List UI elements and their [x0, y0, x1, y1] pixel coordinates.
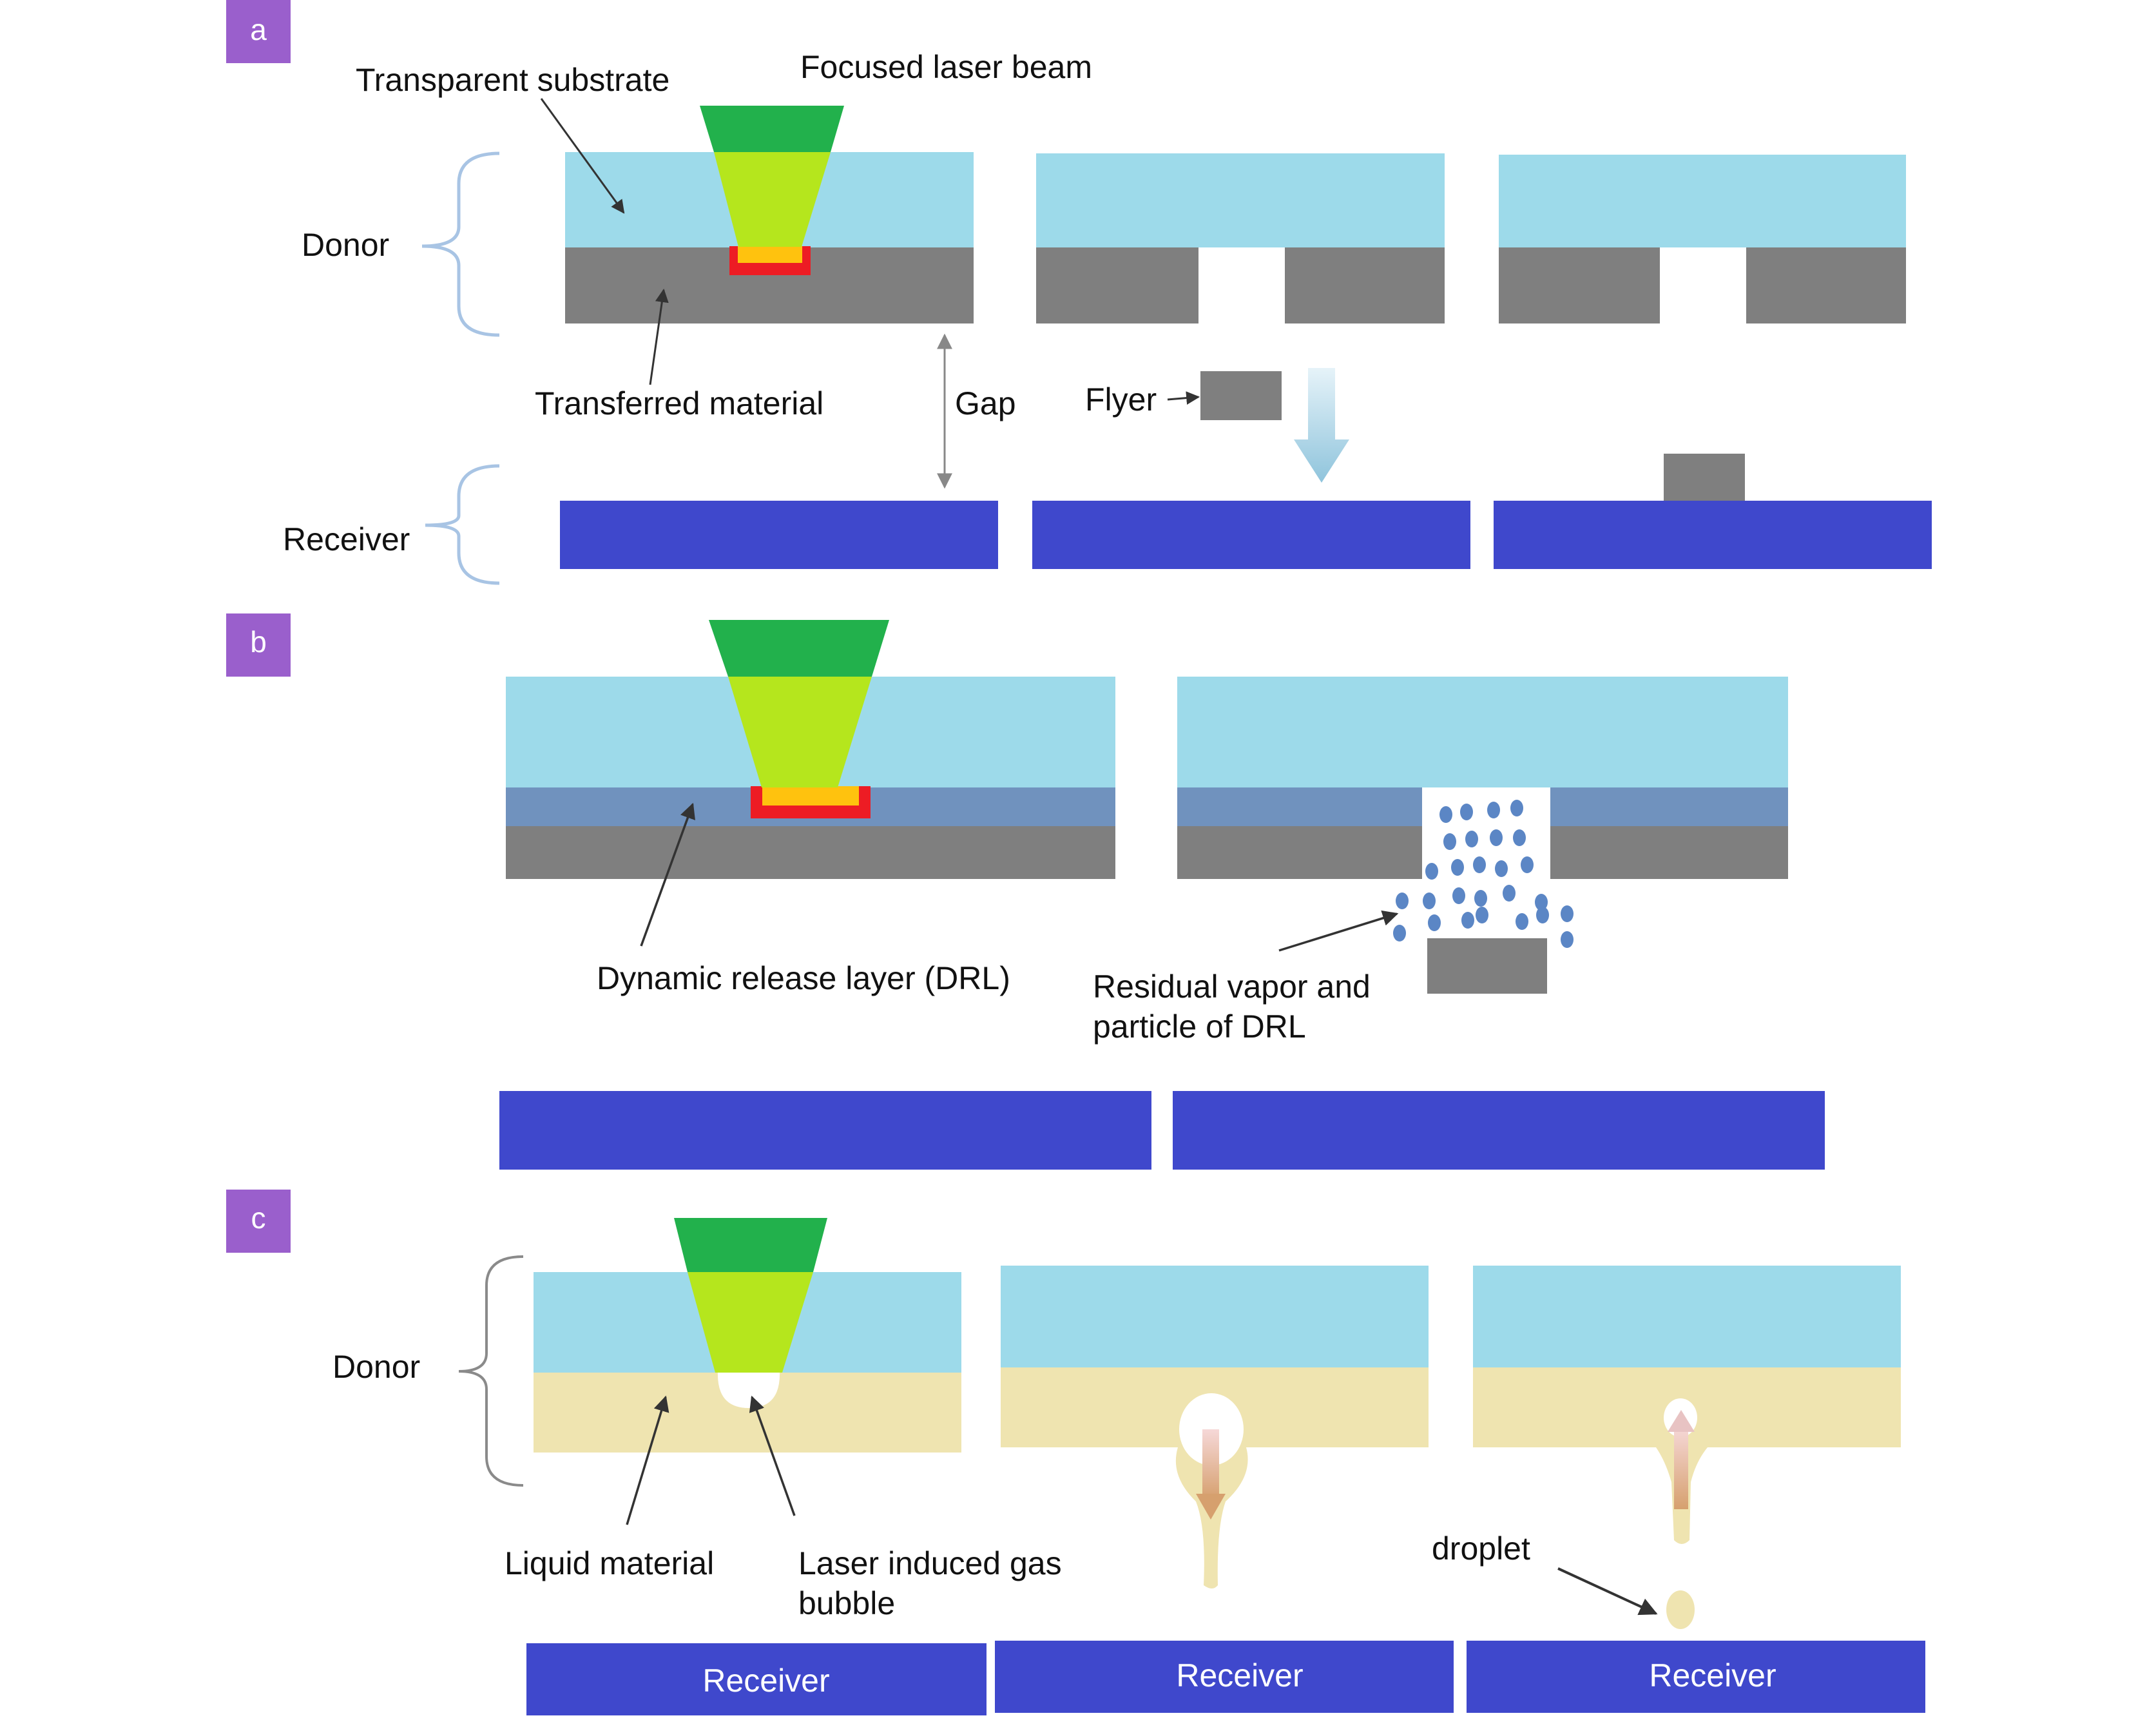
label-gas-bubble-line2: bubble	[798, 1585, 895, 1621]
droplet	[1666, 1590, 1695, 1629]
receiver-c3	[1467, 1641, 1925, 1713]
panel-c-tag: c	[251, 1201, 266, 1235]
jet-down-arrow-icon	[1196, 1494, 1226, 1520]
laser-cone-light-c1	[688, 1272, 813, 1373]
bubble-pointer-arrow	[749, 1395, 796, 1516]
label-drl: Dynamic release layer (DRL)	[597, 960, 1010, 996]
liquid-pointer-arrow	[626, 1395, 669, 1525]
receiver-c2	[995, 1641, 1454, 1713]
panel-a-tag-box	[226, 0, 291, 63]
ejected-flyer-b2	[1427, 938, 1547, 994]
flyer-pointer-arrow	[1167, 391, 1200, 405]
material-a3-left	[1499, 247, 1660, 323]
panel-b-tag: b	[250, 625, 267, 659]
drl-b2-right	[1550, 787, 1788, 826]
laser-cone-dark-b1	[709, 620, 889, 677]
material-a3-right	[1746, 247, 1906, 323]
panel-a: a Transparent substrate Focused laser be…	[226, 0, 1932, 585]
substrate-a3	[1499, 155, 1906, 247]
drl-pointer-arrow	[640, 802, 695, 947]
laser-cone-light-a1	[714, 152, 831, 247]
substrate-pointer-arrow	[540, 98, 625, 214]
label-flyer: Flyer	[1085, 381, 1157, 418]
receiver-c1-label: Receiver	[702, 1663, 829, 1699]
label-transferred-material: Transferred material	[535, 385, 823, 421]
label-donor-a: Donor	[302, 227, 389, 263]
laser-cone-dark-a1	[700, 106, 844, 152]
label-focused-laser-beam: Focused laser beam	[800, 49, 1092, 85]
donor-brace-a	[421, 151, 500, 337]
receiver-b1	[499, 1091, 1151, 1170]
label-droplet: droplet	[1432, 1530, 1530, 1567]
receiver-a1	[560, 501, 998, 569]
material-a2-right	[1285, 247, 1445, 323]
material-b1	[506, 826, 1115, 879]
receiver-c1	[526, 1643, 987, 1715]
drl-particles	[1393, 800, 1574, 948]
substrate-c2	[1001, 1266, 1429, 1367]
label-gas-bubble-line1: Laser induced gas	[798, 1545, 1062, 1581]
substrate-c3	[1473, 1266, 1901, 1367]
material-pointer-arrow	[649, 288, 669, 385]
deposited-pixel-a3	[1664, 454, 1745, 501]
jet-arrow-shaft-c2	[1202, 1429, 1219, 1499]
receiver-b2	[1173, 1091, 1825, 1170]
receiver-a3	[1494, 501, 1932, 569]
label-residual-line1: Residual vapor and	[1093, 969, 1371, 1005]
jet-arrow-shaft-c3	[1674, 1427, 1688, 1509]
substrate-b2	[1177, 677, 1788, 787]
label-liquid-material: Liquid material	[505, 1545, 714, 1581]
label-donor-c: Donor	[332, 1349, 420, 1385]
panel-c-tag-box	[226, 1190, 291, 1253]
material-a2-left	[1036, 247, 1198, 323]
panel-b-tag-box	[226, 613, 291, 677]
panel-a-tag: a	[250, 13, 267, 46]
heat-zone-yellow-b1	[762, 786, 859, 806]
receiver-a2	[1032, 501, 1470, 569]
jet-up-arrow-icon	[1668, 1410, 1695, 1432]
flyer	[1200, 371, 1282, 420]
liquid-jet-c2	[1175, 1447, 1248, 1588]
heat-zone-yellow-a1	[738, 246, 802, 263]
laser-cone-light-b1	[728, 677, 872, 787]
laser-cone-dark-c1	[674, 1218, 827, 1272]
receiver-c3-label: Receiver	[1649, 1657, 1776, 1694]
material-b2-right	[1550, 826, 1788, 879]
substrate-a2	[1036, 153, 1445, 247]
material-b2-left	[1177, 826, 1422, 879]
panel-c: c Donor Liquid material Laser induced ga…	[226, 1190, 1925, 1715]
droplet-pointer-arrow	[1557, 1567, 1658, 1616]
panel-b: b Dynamic release layer (DRL) Residual v…	[226, 613, 1825, 1170]
label-transparent-substrate: Transparent substrate	[356, 62, 669, 98]
gas-bubble-c1	[717, 1371, 780, 1408]
receiver-brace-a	[425, 464, 500, 585]
label-receiver-a: Receiver	[283, 521, 410, 557]
donor-brace-c	[458, 1255, 524, 1487]
receiver-c2-label: Receiver	[1176, 1657, 1303, 1694]
label-gap: Gap	[955, 385, 1016, 421]
drl-b2-left	[1177, 787, 1422, 826]
label-residual-line2: particle of DRL	[1093, 1009, 1306, 1045]
residual-pointer-arrow	[1278, 910, 1399, 952]
down-arrow-icon	[1294, 368, 1349, 483]
